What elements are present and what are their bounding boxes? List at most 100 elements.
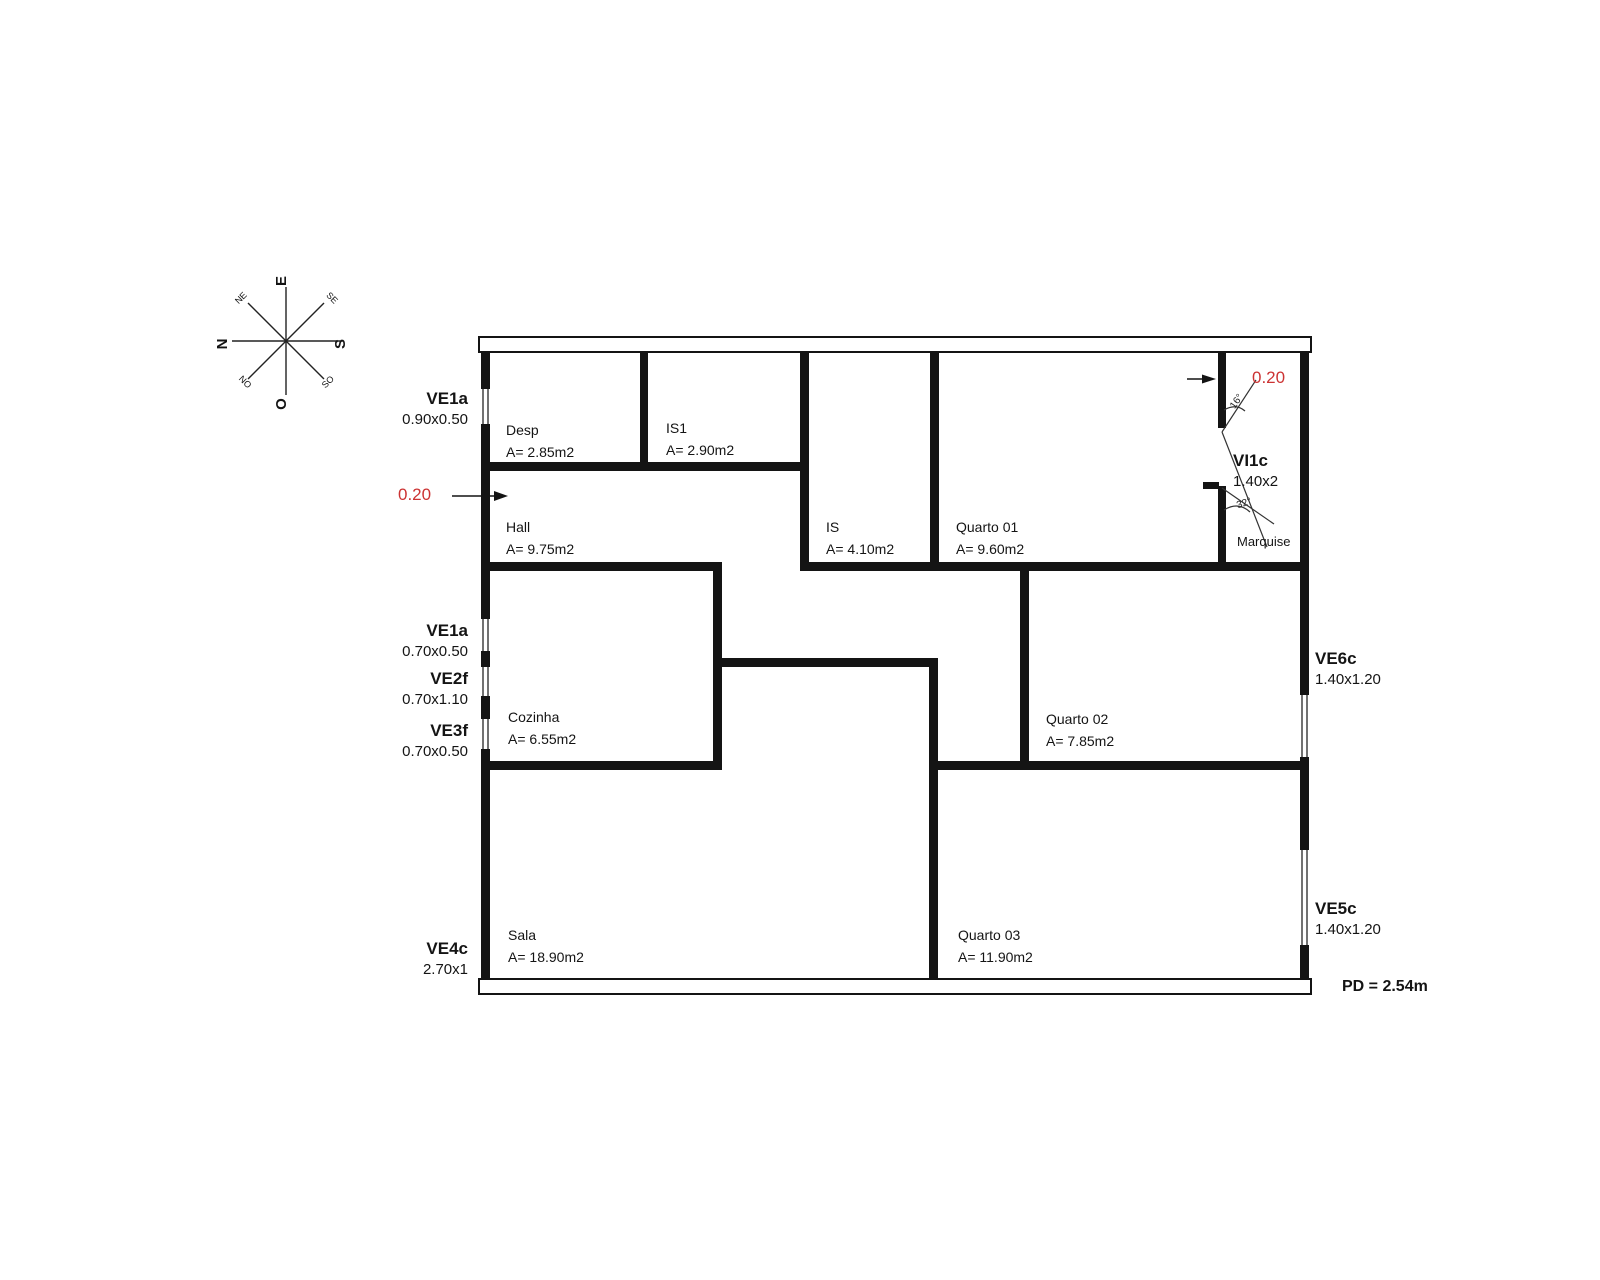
room-name: IS [826, 519, 840, 535]
wall-segment [481, 651, 490, 667]
room-name: IS1 [666, 420, 688, 436]
interior-walls [482, 352, 1302, 979]
opening-size: 0.70x0.50 [402, 743, 468, 760]
wall-sala-quarto03 [929, 658, 938, 979]
angle-arc-upper [1223, 406, 1246, 412]
room-name: Cozinha [508, 709, 560, 725]
compass-label-ne: NE [233, 290, 249, 306]
room-area: A= 6.55m2 [508, 731, 577, 747]
wall-segment [1300, 352, 1309, 695]
wall-segment [481, 696, 490, 719]
wall-segment [1300, 757, 1309, 850]
wall-jamb [1203, 482, 1219, 489]
room-area: A= 2.85m2 [506, 444, 575, 460]
opening-code: VE5c [1315, 899, 1357, 918]
room-label-desp: Desp A= 2.85m2 [506, 419, 574, 463]
opening-label-ve2f: VE2f 0.70x1.10 [346, 667, 468, 709]
opening-size: 0.70x1.10 [402, 691, 468, 708]
wall-segment [481, 424, 490, 619]
opening-size: 1.40x1.20 [1315, 921, 1381, 938]
opening-label-vi1c: VI1c 1.40x2 [1233, 449, 1278, 491]
compass-label-s: S [332, 339, 349, 349]
opening-size: 0.70x0.50 [402, 643, 468, 660]
room-label-hall: Hall A= 9.75m2 [506, 516, 574, 560]
opening-code: VE4c [426, 939, 468, 958]
wall-quarto01-bottom [809, 562, 1302, 571]
compass-label-n: N [214, 339, 231, 350]
room-area: A= 4.10m2 [826, 541, 895, 557]
opening-code: VE3f [430, 721, 468, 740]
room-area: A= 2.90m2 [666, 442, 735, 458]
right-exterior-wall [1300, 352, 1309, 979]
room-name: Hall [506, 519, 531, 535]
wall-is1-is [800, 352, 809, 571]
room-label-quarto03: Quarto 03 A= 11.90m2 [958, 924, 1033, 968]
wall-hall-cozinha [482, 562, 722, 571]
room-area: A= 11.90m2 [958, 949, 1033, 965]
opening-label-ve1a-top: VE1a 0.90x0.50 [346, 387, 468, 429]
room-label-cozinha: Cozinha A= 6.55m2 [508, 706, 576, 750]
room-name: Quarto 01 [956, 519, 1019, 535]
compass-rose: E N S O NE SE NO SO [214, 276, 349, 410]
opening-size: 0.90x0.50 [402, 411, 468, 428]
wall-desp-is1-bottom [482, 462, 808, 471]
wall-segment [1300, 945, 1309, 979]
wall-segment [481, 352, 490, 389]
compass-label-e: E [273, 276, 290, 286]
wall-quarto01-marquise-lower [1218, 486, 1226, 571]
window-glazing [482, 389, 1308, 945]
left-exterior-wall [481, 352, 490, 979]
compass-label-o: O [273, 398, 290, 410]
wall-quarto01-marquise-upper [1218, 352, 1226, 428]
room-area: A= 7.85m2 [1046, 733, 1115, 749]
opening-label-ve4c: VE4c 2.70x1 [346, 937, 468, 979]
opening-label-ve6c: VE6c 1.40x1.20 [1315, 647, 1381, 689]
room-name: Quarto 02 [1046, 711, 1109, 727]
left-dim-arrowhead [494, 491, 508, 501]
room-label-quarto02: Quarto 02 A= 7.85m2 [1046, 708, 1114, 752]
room-name: Sala [508, 927, 537, 943]
bottom-wall-band [478, 978, 1312, 995]
opening-code: VE1a [426, 621, 468, 640]
wall-thickness-annotation-right: 0.20 [1252, 368, 1286, 387]
room-label-sala: Sala A= 18.90m2 [508, 924, 584, 968]
wall-sala-top [713, 658, 938, 667]
swing-line-long [1221, 431, 1268, 548]
wall-segment [481, 749, 490, 979]
outer-walls [478, 336, 1312, 995]
swing-line-upper [1221, 379, 1257, 433]
compass-label-so: SO [320, 374, 336, 390]
room-area: A= 18.90m2 [508, 949, 584, 965]
wall-quarto02-quarto03 [938, 761, 1302, 770]
angle-label-upper: 16° [1228, 392, 1246, 411]
angle-arc-lower [1223, 505, 1251, 513]
wall-is-quarto01 [930, 352, 939, 571]
room-name: Quarto 03 [958, 927, 1021, 943]
compass-label-se: SE [324, 290, 340, 306]
room-name: Desp [506, 422, 539, 438]
opening-code: VE1a [426, 389, 468, 408]
opening-label-ve1a-mid: VE1a 0.70x0.50 [346, 619, 468, 661]
opening-label-ve5c: VE5c 1.40x1.20 [1315, 897, 1381, 939]
ceiling-height-note: PD = 2.54m [1342, 978, 1428, 995]
opening-code: VE2f [430, 669, 468, 688]
opening-code: VI1c [1233, 451, 1268, 470]
dimension-arrows [452, 374, 1216, 501]
opening-size: 1.40x2 [1233, 473, 1279, 490]
wall-desp-is1 [640, 352, 648, 462]
room-label-is: IS A= 4.10m2 [826, 516, 894, 560]
room-area: A= 9.75m2 [506, 541, 575, 557]
opening-size: 2.70x1 [422, 961, 468, 978]
room-label-quarto01: Quarto 01 A= 9.60m2 [956, 516, 1024, 560]
room-area: A= 9.60m2 [956, 541, 1025, 557]
angle-label-lower: 32° [1235, 496, 1253, 511]
wall-thickness-annotation-left: 0.20 [398, 485, 432, 504]
room-label-is1: IS1 A= 2.90m2 [666, 417, 734, 461]
room-label-marquise: Marquise [1237, 534, 1291, 549]
opening-size: 1.40x1.20 [1315, 671, 1381, 688]
opening-code: VE6c [1315, 649, 1357, 668]
wall-quarto02-left [1020, 571, 1029, 770]
right-dim-arrowhead [1202, 374, 1216, 384]
